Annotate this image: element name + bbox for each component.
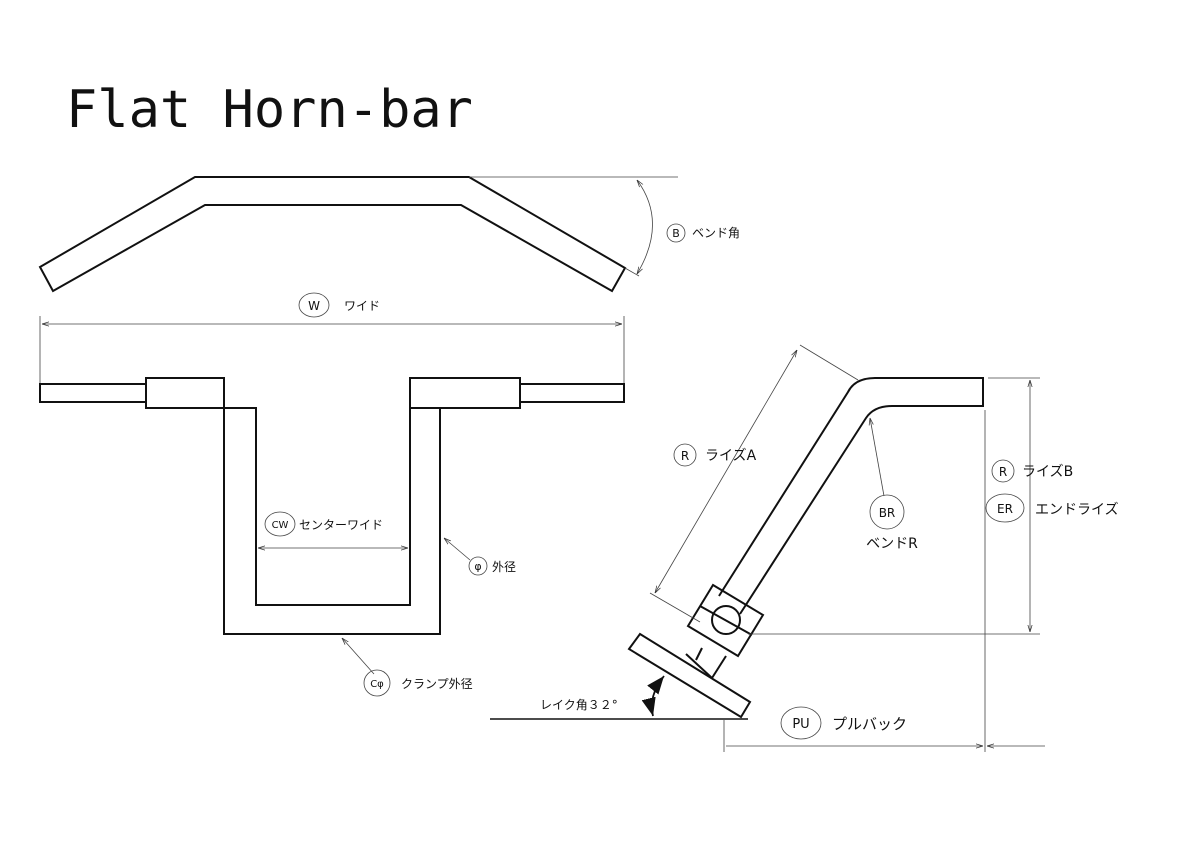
svg-text:R: R (681, 449, 689, 463)
rise-a-badge (673, 443, 697, 467)
outer-diameter-badge (468, 556, 488, 576)
rise-b-dimension: R ライズB ER エンドライズ (748, 377, 1119, 635)
wide-dimension: W ワイド (39, 292, 625, 384)
side-view-bar (627, 377, 984, 719)
svg-text:Cφ: Cφ (370, 679, 384, 690)
svg-text:ワイド: ワイド (344, 299, 380, 313)
clamp-diameter-label: Cφ クランプ外径 (342, 638, 473, 697)
rise-a-dimension: R ライズA (649, 344, 859, 623)
svg-text:ライズB: ライズB (1022, 464, 1073, 480)
top-view-bar (38, 176, 678, 293)
svg-text:φ: φ (474, 560, 481, 573)
rake-angle-label: レイク角３２° (490, 675, 748, 720)
rise-b-badge (991, 459, 1015, 483)
front-view-bar (39, 377, 625, 635)
bend-r-label: BR ベンドR (866, 418, 918, 552)
bend-angle-badge (666, 223, 686, 243)
svg-text:レイク角３２°: レイク角３２° (540, 698, 618, 712)
svg-text:R: R (999, 465, 1007, 479)
svg-text:外径: 外径 (492, 560, 516, 574)
svg-text:エンドライズ: エンドライズ (1035, 502, 1119, 518)
svg-text:ベンドR: ベンドR (866, 536, 918, 552)
bend-r-badge (869, 494, 905, 530)
svg-text:W: W (308, 299, 320, 313)
svg-text:プルバック: プルバック (832, 715, 907, 733)
pullback-dimension: PU プルバック (723, 410, 1045, 752)
clamp-diameter-badge (363, 669, 391, 697)
svg-text:ベンド角: ベンド角 (692, 226, 740, 240)
svg-text:センターワイド: センターワイド (299, 518, 383, 532)
center-wide-dimension: CW センターワイド (258, 511, 408, 548)
outer-diameter-label: φ 外径 (444, 538, 516, 576)
svg-text:クランプ外径: クランプ外径 (401, 677, 473, 691)
bend-angle-label: B ベンド角 (666, 223, 740, 243)
end-rise-badge (985, 493, 1025, 523)
svg-text:B: B (672, 227, 680, 240)
page-title: Flat Horn-bar (66, 80, 473, 140)
svg-text:PU: PU (792, 717, 809, 732)
wide-badge (298, 292, 330, 318)
svg-text:CW: CW (272, 520, 289, 531)
svg-text:ライズA: ライズA (705, 448, 757, 464)
pullback-badge (780, 706, 822, 740)
svg-text:BR: BR (879, 506, 896, 520)
center-wide-badge (264, 511, 296, 537)
svg-text:ER: ER (997, 502, 1013, 516)
